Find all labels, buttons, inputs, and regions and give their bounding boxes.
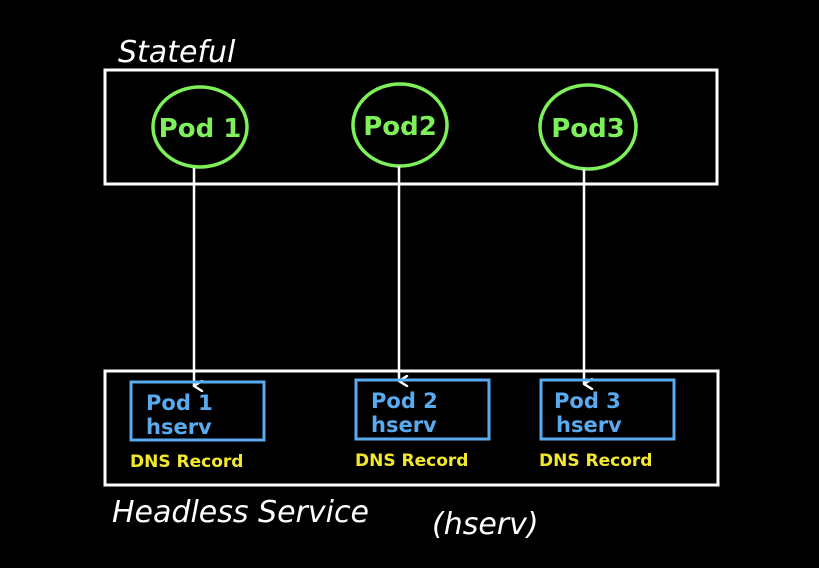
dns-record-2-line1: Pod 2 — [371, 389, 438, 413]
pod-1-circle — [151, 85, 249, 169]
dns-record-3-line1: Pod 3 — [554, 389, 621, 413]
dns-record-3: Pod 3 hserv DNS Record — [539, 378, 676, 471]
pod-3-label: Pod3 — [551, 114, 625, 144]
pod-1: Pod 1 — [151, 85, 249, 169]
pod-1-label: Pod 1 — [159, 114, 242, 144]
dns-record-2-caption: DNS Record — [355, 451, 468, 471]
dns-record-2: Pod 2 hserv DNS Record — [354, 378, 491, 471]
dns-record-3-line2: hserv — [556, 413, 622, 437]
dns-record-3-caption: DNS Record — [539, 451, 652, 471]
pod-2: Pod2 — [351, 82, 449, 168]
dns-record-1-line1: Pod 1 — [146, 391, 213, 415]
pod-2-label: Pod2 — [363, 112, 437, 142]
dns-record-3-box — [539, 378, 676, 441]
dns-record-1-line2: hserv — [146, 415, 212, 439]
statefulset-label: Stateful — [118, 35, 236, 70]
dns-record-1-caption: DNS Record — [130, 452, 243, 472]
headless-service-box — [103, 369, 720, 487]
dns-record-1: Pod 1 hserv DNS Record — [129, 380, 266, 472]
dns-record-2-box — [354, 378, 491, 441]
headless-service-label: Headless Service — [112, 495, 369, 530]
pod-3-circle — [538, 83, 638, 171]
headless-service-name: (hserv) — [432, 507, 539, 542]
statefulset-box — [103, 68, 719, 186]
dns-record-2-line2: hserv — [371, 413, 437, 437]
dns-record-1-box — [129, 380, 266, 442]
pod-3: Pod3 — [538, 83, 638, 171]
